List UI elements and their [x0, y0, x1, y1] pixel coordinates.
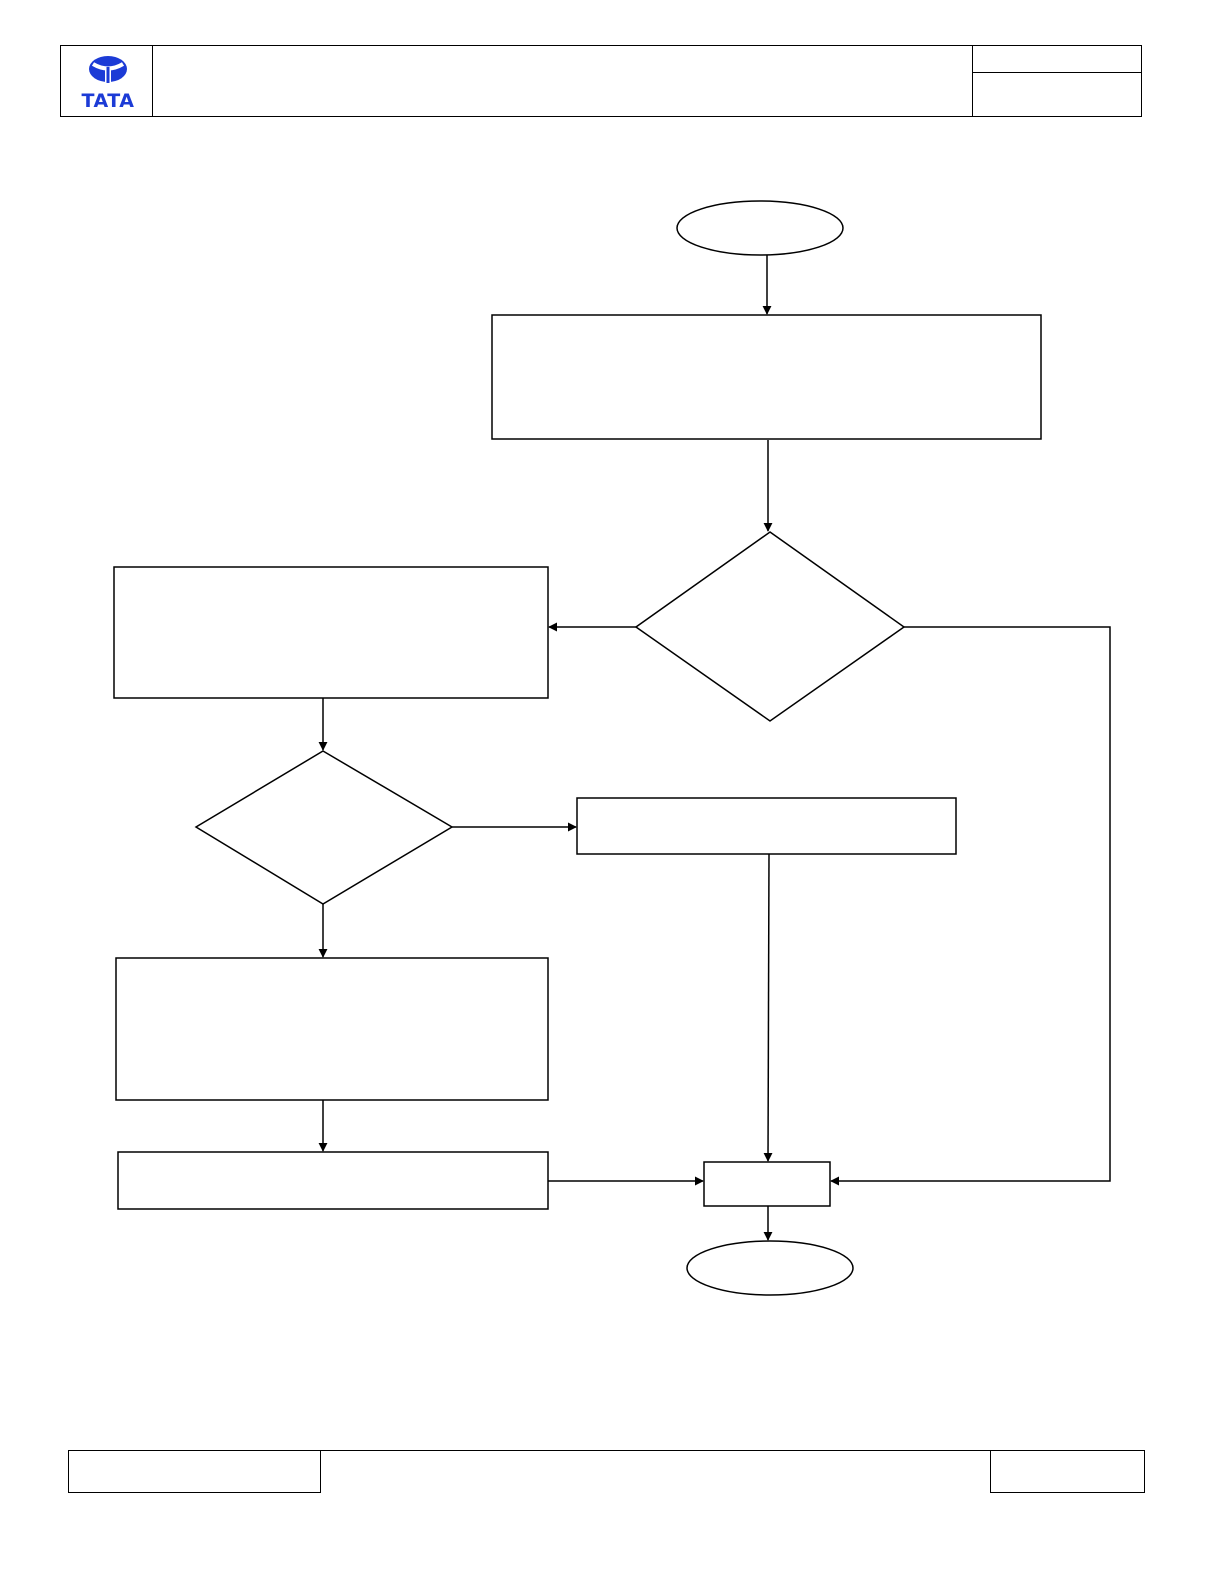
start-terminator	[676, 200, 844, 256]
merge-box	[703, 1161, 831, 1207]
header-frame	[60, 45, 1142, 117]
footer-left-cell	[68, 1450, 321, 1493]
footer-right-cell	[990, 1450, 1145, 1493]
process-box-4	[115, 957, 549, 1101]
header-right-divider	[972, 72, 1142, 73]
header-right-cell	[972, 45, 1142, 117]
end-terminator	[686, 1240, 854, 1296]
tata-logo-icon: TATA	[82, 56, 135, 112]
process-box-3	[576, 797, 957, 855]
arrow-decision1-to-merge	[830, 626, 1111, 1186]
process-box-5	[117, 1151, 549, 1210]
logo-wordmark: TATA	[82, 90, 135, 112]
footer-right-text	[991, 1451, 1144, 1475]
process-box-2	[113, 566, 549, 699]
footer-center-text	[330, 1458, 980, 1488]
footer-left-text	[69, 1451, 320, 1475]
logo-cell: TATA	[60, 45, 153, 117]
arrow-step3-to-merge	[763, 853, 773, 1162]
footer-center-rule	[320, 1450, 991, 1451]
process-box-1	[491, 314, 1042, 440]
decision-1	[634, 531, 906, 722]
decision-2	[194, 750, 454, 905]
